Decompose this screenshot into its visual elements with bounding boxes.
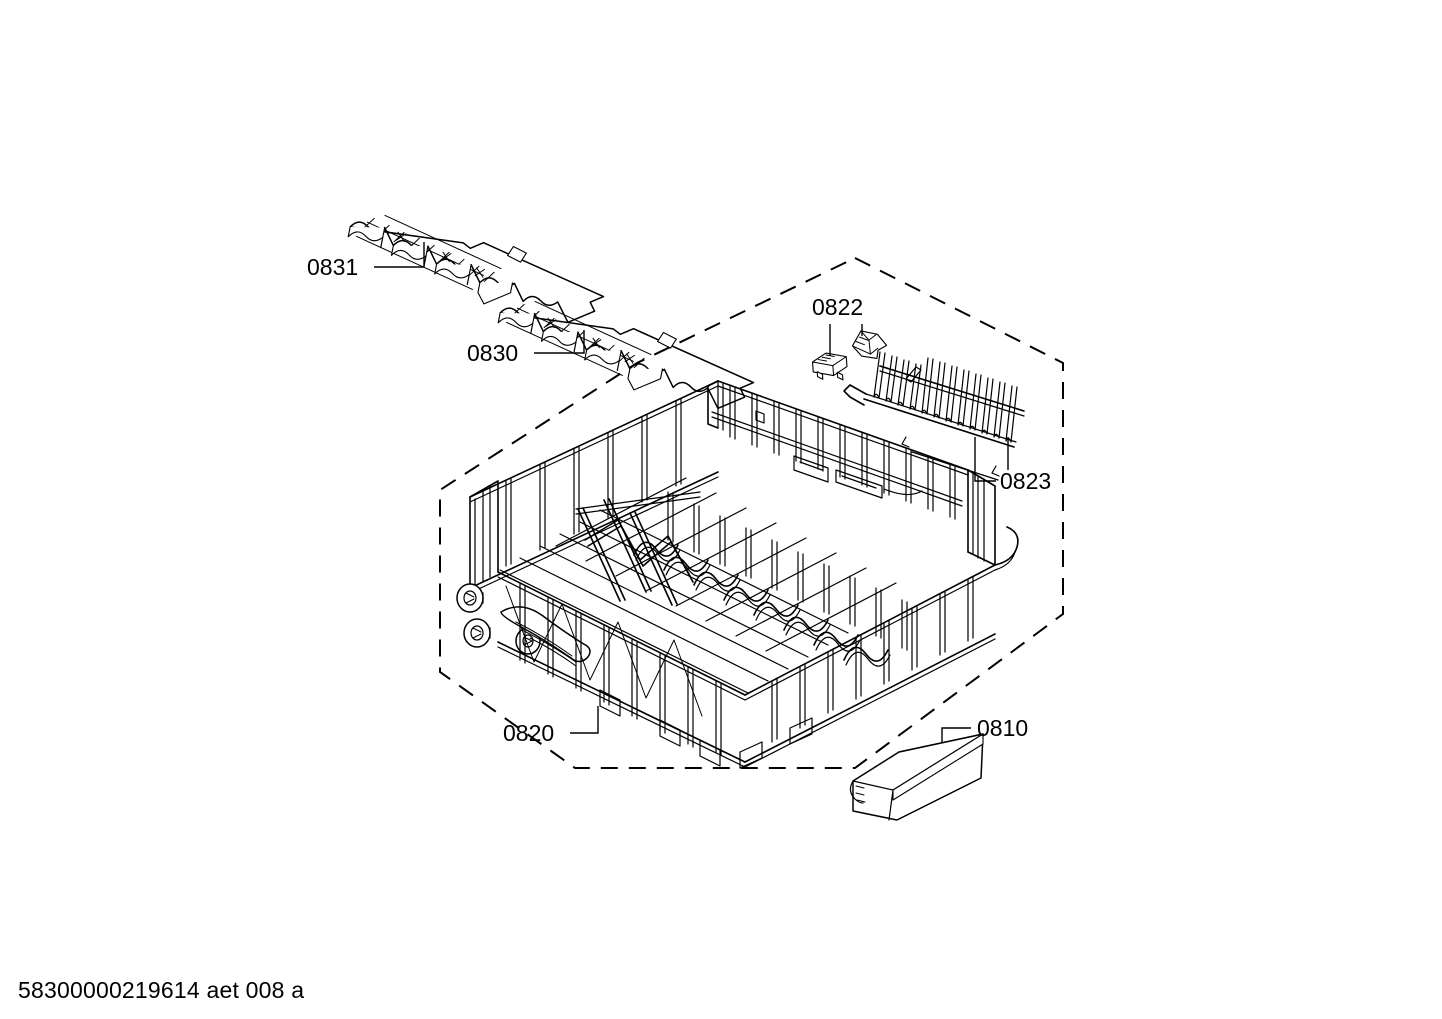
basket-roller [463,618,491,648]
part-0822-clips [811,327,889,383]
part-0823-tine-rack [843,351,1025,481]
part-label-0810: 0810 [977,715,1028,741]
part-0810-small-tray [849,733,984,821]
part-label-0831: 0831 [307,254,358,280]
leader-lines [374,242,1009,742]
part-label-0830: 0830 [467,340,518,366]
basket-roller [456,583,484,613]
part-labels: 0831 0830 0822 0823 0820 0810 [307,254,1051,746]
part-label-0820: 0820 [503,720,554,746]
document-footer-code: 58300000219614 aet 008 a [18,977,305,1003]
part-0831-plate-insert [339,208,612,329]
assembly-boundary-dashed [439,256,1064,769]
part-0830-plate-insert [489,294,762,415]
part-label-0822: 0822 [812,294,863,320]
part-label-0823: 0823 [1000,468,1051,494]
part-0820-upper-basket [456,380,1019,769]
